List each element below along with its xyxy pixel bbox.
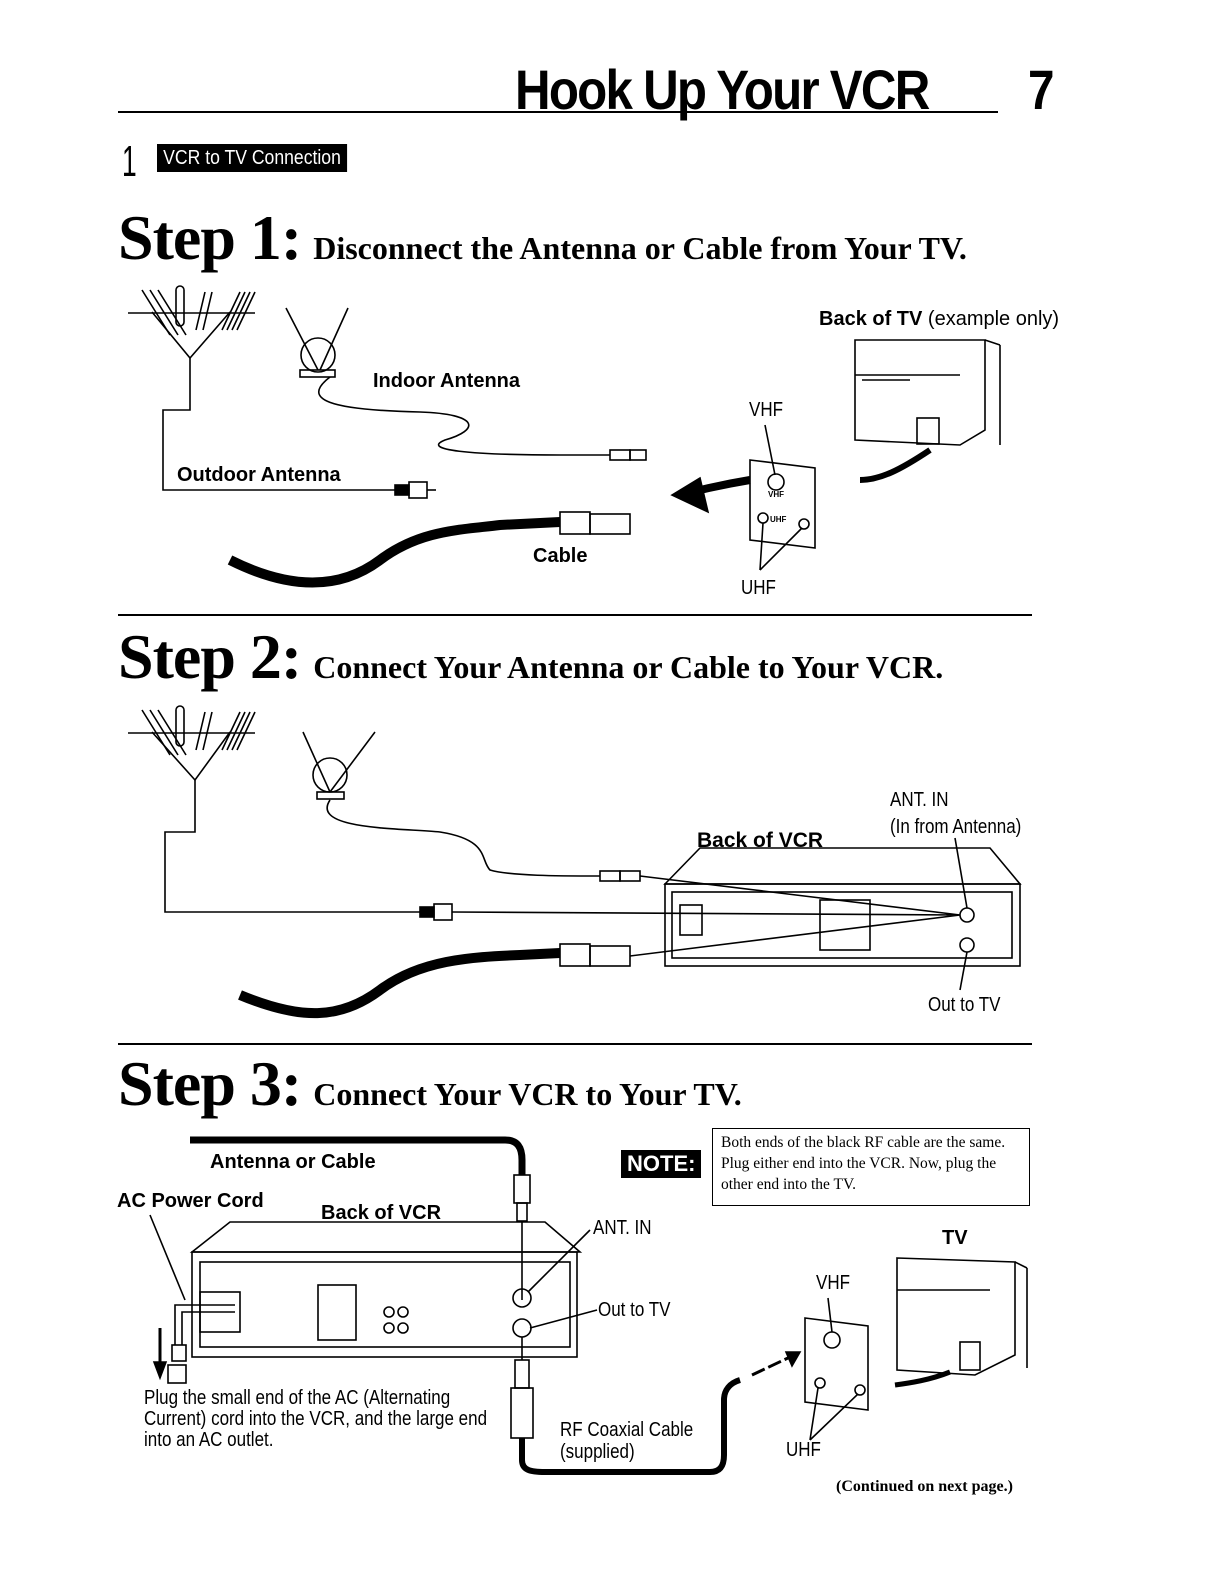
indoor-antenna-label: Indoor Antenna <box>373 370 521 392</box>
vcr-back-icon-2 <box>663 847 1022 967</box>
indoor-antenna-icon-2 <box>302 731 641 882</box>
ant-in-label-2: ANT. IN <box>890 789 949 811</box>
note-text: Both ends of the black RF cable are the … <box>712 1128 1030 1206</box>
cable-label: Cable <box>533 545 588 567</box>
section-divider-2 <box>118 1043 1032 1045</box>
panel-vhf-label-1: VHF <box>768 490 784 499</box>
step-3-heading: Step 3:Connect Your VCR to Your TV. <box>118 1052 742 1116</box>
rf-coax-label-line1: RF Coaxial Cable <box>560 1419 694 1441</box>
indoor-antenna-icon-1 <box>285 307 647 461</box>
ant-in-label-3: ANT. IN <box>593 1217 652 1239</box>
section-divider-1 <box>118 614 1032 616</box>
antenna-terminal-panel-1 <box>749 459 816 549</box>
step-1-heading: Step 1:Disconnect the Antenna or Cable f… <box>118 206 967 270</box>
rf-coax-label-line2: (supplied) <box>560 1441 635 1463</box>
step-3-title: Connect Your VCR to Your TV. <box>313 1076 742 1112</box>
panel-uhf-label-1: UHF <box>770 515 787 524</box>
antenna-or-cable-label: Antenna or Cable <box>210 1151 376 1173</box>
title-rule <box>118 111 998 113</box>
vhf-label-1: VHF <box>749 399 783 421</box>
outdoor-antenna-icon-2 <box>128 705 420 913</box>
page-title: Hook Up Your VCR <box>515 58 930 121</box>
tv-label: TV <box>942 1227 968 1249</box>
back-of-vcr-label-3: Back of VCR <box>321 1202 442 1224</box>
back-of-vcr-label-2: Back of VCR <box>697 829 824 852</box>
section-number: 1 <box>122 137 137 186</box>
section-badge: VCR to TV Connection <box>157 144 348 172</box>
in-from-antenna-label: (In from Antenna) <box>890 816 1022 838</box>
step-2-label: Step 2: <box>118 621 302 692</box>
out-to-tv-label-2: Out to TV <box>928 994 1001 1016</box>
tv-back-icon-3 <box>896 1257 1028 1376</box>
outdoor-antenna-icon-1 <box>128 285 290 491</box>
out-to-tv-label-3: Out to TV <box>598 1299 671 1321</box>
page-number: 7 <box>1028 58 1055 121</box>
step-1-label: Step 1: <box>118 202 302 273</box>
step-3-label: Step 3: <box>118 1048 302 1119</box>
ac-power-cord-label: AC Power Cord <box>117 1190 264 1212</box>
outdoor-antenna-label: Outdoor Antenna <box>177 464 341 486</box>
tv-back-icon-1 <box>854 339 1001 446</box>
back-of-tv-title: Back of TV <box>819 308 923 330</box>
step-2-heading: Step 2:Connect Your Antenna or Cable to … <box>118 625 943 689</box>
ac-instructions: Plug the small end of the AC (Alternatin… <box>144 1387 488 1451</box>
vhf-label-3: VHF <box>816 1272 850 1294</box>
continued-note: (Continued on next page.) <box>836 1478 1013 1495</box>
back-of-tv-label: Back of TV (example only) <box>819 309 1059 329</box>
antenna-terminal-panel-3 <box>804 1317 869 1411</box>
step-2-title: Connect Your Antenna or Cable to Your VC… <box>313 649 944 685</box>
uhf-label-1: UHF <box>741 577 776 599</box>
example-only-note: (example only) <box>927 308 1060 330</box>
note-badge: NOTE: <box>621 1150 702 1178</box>
step-1-title: Disconnect the Antenna or Cable from You… <box>313 230 967 266</box>
uhf-label-3: UHF <box>786 1439 821 1461</box>
